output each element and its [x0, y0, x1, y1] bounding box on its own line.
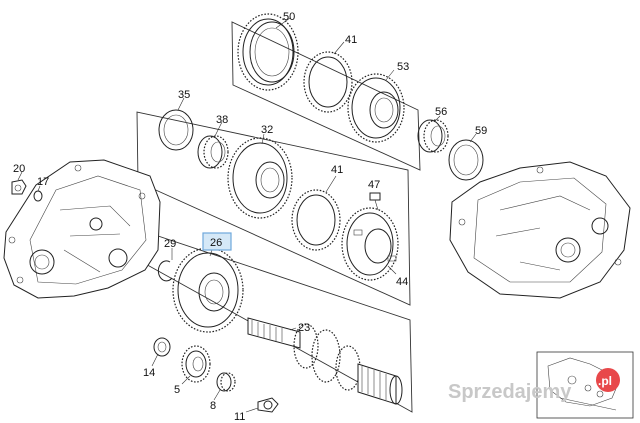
label-44: 44 [396, 276, 408, 288]
label-38: 38 [216, 114, 228, 126]
middle-group-frame [136, 111, 411, 306]
plug-20 [11, 179, 27, 195]
label-14: 14 [143, 367, 155, 379]
label-32: 32 [261, 124, 273, 136]
label-41-middle: 41 [331, 164, 343, 176]
label-59: 59 [475, 125, 487, 137]
label-50: 50 [283, 11, 295, 23]
bearing-56 [417, 119, 449, 153]
circlip-29 [157, 260, 173, 282]
label-56: 56 [435, 106, 447, 118]
bearing-38 [197, 135, 229, 169]
upper-group-frame [231, 21, 421, 171]
label-35: 35 [178, 89, 190, 101]
label-53: 53 [397, 61, 409, 73]
mainshaft-23 [247, 317, 403, 405]
gear-5 [181, 345, 211, 383]
ring-gear-50 [237, 13, 299, 91]
label-11: 11 [234, 411, 245, 423]
watermark-text: Sprzedajemy [448, 381, 572, 403]
label-8: 8 [210, 400, 216, 412]
label-29: 29 [164, 238, 176, 250]
key-47 [369, 192, 381, 211]
left-housing [3, 159, 161, 299]
label-5: 5 [174, 384, 180, 396]
watermark-badge [596, 368, 620, 392]
label-23: 23 [298, 322, 310, 334]
gear-26 [172, 247, 244, 333]
label-41-upper: 41 [345, 34, 357, 46]
label-20: 20 [13, 163, 25, 175]
gear-32 [227, 137, 293, 219]
label-47: 47 [368, 179, 380, 191]
washer-59 [448, 139, 484, 181]
synchro-hub-44 [341, 207, 399, 281]
watermark-suffix: .pl [598, 374, 612, 388]
highlight-26-box [202, 232, 232, 251]
synchro-ring-41-upper [303, 51, 353, 113]
label-17: 17 [37, 176, 49, 188]
bearing-8 [216, 372, 236, 392]
washer-14 [153, 337, 171, 357]
right-housing [449, 161, 631, 299]
bolt-11 [257, 397, 279, 413]
label-26: 26 [210, 237, 222, 249]
washer-35 [158, 109, 194, 151]
synchro-ring-41-middle [291, 189, 341, 251]
gear-53 [347, 73, 405, 143]
